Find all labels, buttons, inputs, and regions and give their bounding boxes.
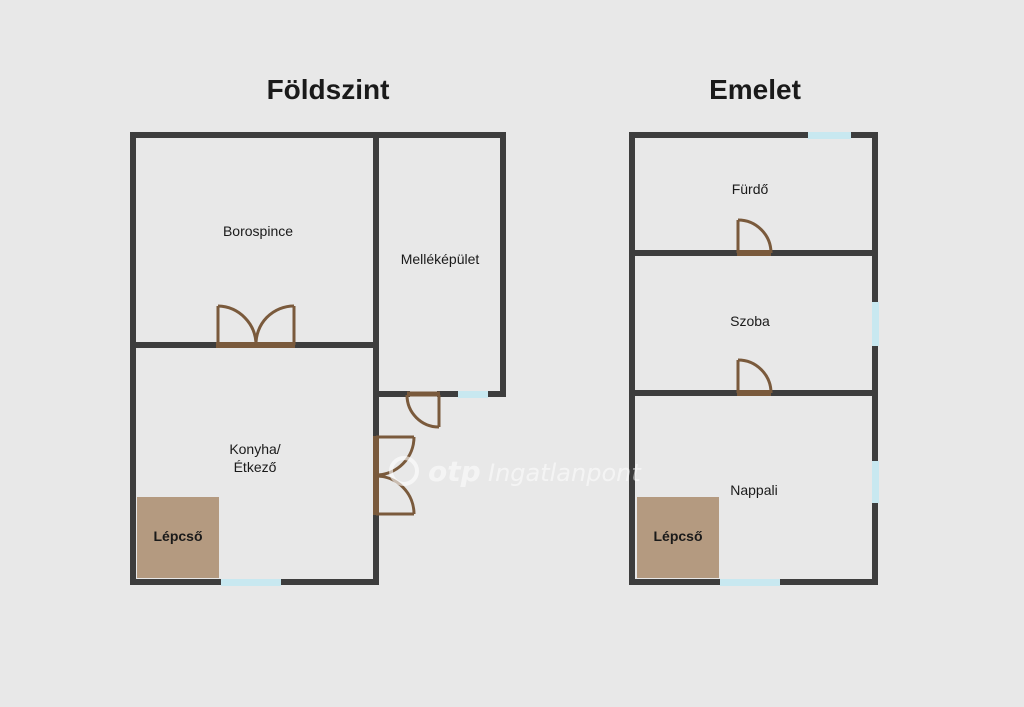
room-konyha-line1: Konyha/ xyxy=(229,441,280,457)
ground-side-double-door xyxy=(373,435,416,516)
upper-window-top xyxy=(808,132,851,139)
upper-window-bottom xyxy=(720,579,780,586)
ground-walls xyxy=(130,132,506,585)
upper-floor-plan: Fürdő Szoba Nappali Lépcső xyxy=(629,132,879,586)
ground-floor-title: Földszint xyxy=(266,74,390,105)
upper-room-door xyxy=(736,358,773,396)
watermark-brand: otp xyxy=(428,455,481,488)
room-nappali: Nappali xyxy=(730,482,777,498)
upper-floor-title: Emelet xyxy=(709,74,801,105)
ground-stairs-label: Lépcső xyxy=(153,528,202,544)
ground-floor-plan: Borospince Melléképület Konyha/ Étkező L… xyxy=(130,132,506,586)
ground-window-bottom xyxy=(221,579,281,586)
room-mellekepulet: Melléképület xyxy=(401,251,480,267)
upper-window-szoba xyxy=(872,302,879,346)
watermark: otp Ingatlanpont xyxy=(389,455,642,488)
watermark-name: Ingatlanpont xyxy=(488,459,642,487)
upper-stairs xyxy=(637,497,719,578)
ground-annex-door xyxy=(405,391,441,429)
upper-stairs-label: Lépcső xyxy=(653,528,702,544)
upper-walls xyxy=(629,132,878,585)
upper-window-nappali xyxy=(872,461,879,503)
otp-logo-icon xyxy=(389,456,419,486)
upper-bathroom-door xyxy=(736,218,773,256)
room-borospince: Borospince xyxy=(223,223,293,239)
ground-window-annex xyxy=(458,391,488,398)
room-furdo: Fürdő xyxy=(732,181,769,197)
room-szoba: Szoba xyxy=(730,313,770,329)
ground-double-door xyxy=(216,304,296,348)
ground-stairs xyxy=(137,497,219,578)
room-konyha-line2: Étkező xyxy=(234,459,277,475)
